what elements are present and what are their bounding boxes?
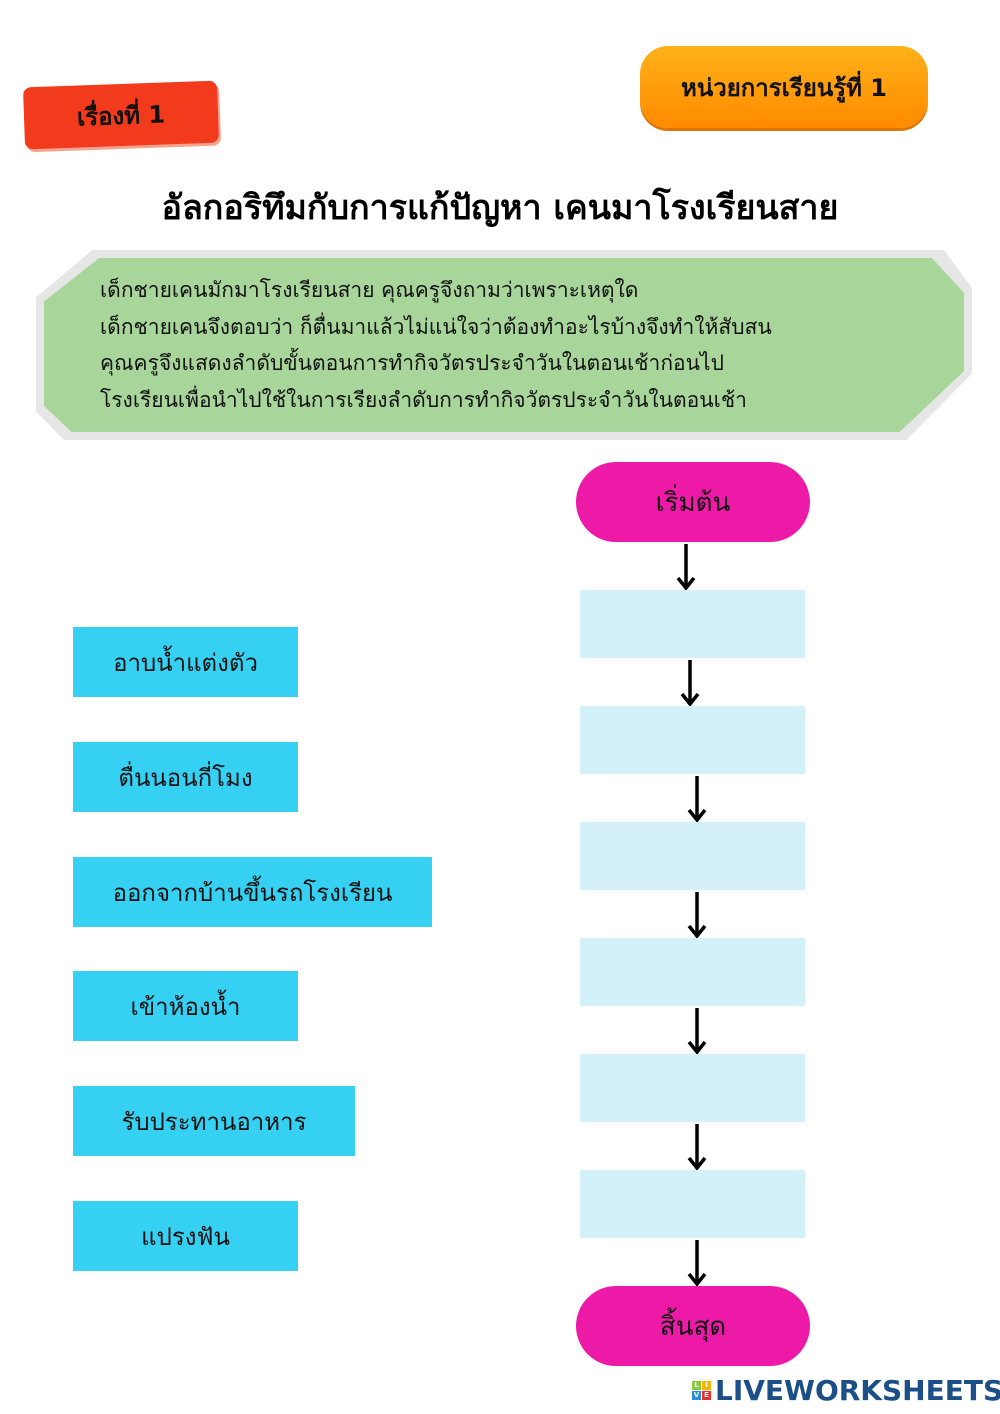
down-arrow-icon — [680, 660, 700, 706]
drop-slot-3[interactable] — [580, 822, 805, 890]
down-arrow-icon — [687, 776, 707, 822]
flow-end: สิ้นสุด — [576, 1286, 810, 1366]
story-panel — [44, 258, 964, 432]
option-card-brush-teeth[interactable]: แปรงฟัน — [73, 1201, 298, 1271]
down-arrow-icon — [687, 1240, 707, 1286]
drop-slot-2[interactable] — [580, 706, 805, 774]
option-card-eat[interactable]: รับประทานอาหาร — [73, 1086, 355, 1156]
topic-badge: เรื่องที่ 1 — [22, 80, 220, 150]
down-arrow-icon — [687, 892, 707, 938]
story-line: เด็กชายเคนมักมาโรงเรียนสาย คุณครูจึงถามว… — [100, 278, 639, 302]
down-arrow-icon — [676, 544, 696, 590]
down-arrow-icon — [687, 1008, 707, 1054]
drop-slot-5[interactable] — [580, 1054, 805, 1122]
unit-badge: หน่วยการเรียนรู้ที่ 1 — [640, 46, 928, 128]
story-line: คุณครูจึงแสดงลำดับขั้นตอนการทำกิจวัตรประ… — [100, 351, 724, 375]
option-card-toilet[interactable]: เข้าห้องน้ำ — [73, 971, 298, 1041]
liveworksheets-logo: L I V E LIVEWORKSHEETS — [692, 1374, 1000, 1407]
story-text: เด็กชายเคนมักมาโรงเรียนสาย คุณครูจึงถามว… — [100, 272, 960, 418]
option-card-leave-home[interactable]: ออกจากบ้านขึ้นรถโรงเรียน — [73, 857, 432, 927]
flow-start: เริ่มต้น — [576, 462, 810, 542]
page-title: อัลกอริทึมกับการแก้ปัญหา เคนมาโรงเรียนสา… — [161, 188, 839, 228]
option-card-shower[interactable]: อาบน้ำแต่งตัว — [73, 627, 298, 697]
story-line: เด็กชายเคนจึงตอบว่า ก็ตื่นมาแล้วไม่แน่ใจ… — [100, 314, 772, 339]
down-arrow-icon — [687, 1124, 707, 1170]
story-line: โรงเรียนเพื่อนำไปใช้ในการเรียงลำดับการทำ… — [100, 387, 747, 412]
logo-text: LIVEWORKSHEETS — [715, 1374, 1000, 1407]
option-card-wake-up[interactable]: ตื่นนอนกี่โมง — [73, 742, 298, 812]
drop-slot-1[interactable] — [580, 590, 805, 658]
logo-icon: L I V E — [692, 1381, 711, 1400]
drop-slot-6[interactable] — [580, 1170, 805, 1238]
drop-slot-4[interactable] — [580, 938, 805, 1006]
